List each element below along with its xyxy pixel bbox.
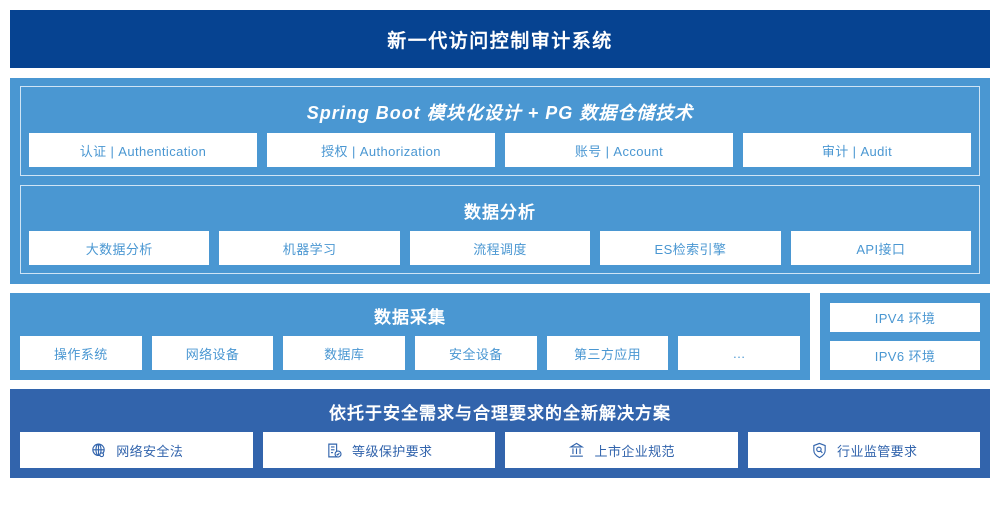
platform-stack-panel: Spring Boot 模块化设计 + PG 数据仓储技术 认证 | Authe…: [10, 78, 990, 284]
header-bar: 新一代访问控制审计系统: [10, 10, 990, 68]
document-check-icon: [325, 441, 343, 459]
chip-process-scheduling[interactable]: 流程调度: [409, 231, 591, 265]
chip-label: IPV4 环境: [874, 311, 936, 326]
analysis-chip-row: 大数据分析 机器学习 流程调度 ES检索引擎 API接口: [29, 231, 972, 265]
chip-label: 数据库: [324, 346, 365, 362]
chip-label: API接口: [856, 241, 906, 257]
chip-label: 流程调度: [473, 241, 527, 257]
bank-icon: [568, 441, 586, 459]
chip-authentication[interactable]: 认证 | Authentication: [29, 133, 257, 167]
globe-icon: [89, 441, 107, 459]
chip-label: 第三方应用: [574, 346, 642, 362]
collection-panel: 数据采集 操作系统 网络设备 数据库 安全设备 第三方应用 …: [10, 293, 810, 380]
chip-network-device[interactable]: 网络设备: [151, 336, 274, 370]
chip-more-ellipsis[interactable]: …: [678, 336, 801, 370]
chip-es-search-engine[interactable]: ES检索引擎: [600, 231, 781, 265]
chip-machine-learning[interactable]: 机器学习: [219, 231, 400, 265]
chip-cybersecurity-law[interactable]: 网络安全法: [20, 432, 253, 468]
compliance-section-title: 依托于安全需求与合理要求的全新解决方案: [329, 404, 671, 423]
chip-label: 行业监管要求: [837, 443, 918, 459]
chip-label: 授权 | Authorization: [321, 143, 441, 159]
chip-label: ES检索引擎: [654, 241, 727, 257]
chip-classified-protection[interactable]: 等级保护要求: [262, 432, 495, 468]
chip-ipv6-environment[interactable]: IPV6 环境: [830, 341, 980, 370]
chip-label: 大数据分析: [85, 241, 153, 257]
environment-panel: IPV4 环境 IPV6 环境: [820, 293, 990, 380]
chip-ipv4-environment[interactable]: IPV4 环境: [830, 303, 980, 332]
compliance-chip-row: 网络安全法 等级保护要求: [20, 432, 980, 468]
chip-listed-enterprise-standard[interactable]: 上市企业规范: [505, 432, 738, 468]
chip-label: 账号 | Account: [574, 143, 664, 159]
chip-label: 网络安全法: [116, 443, 184, 459]
shield-search-icon: [810, 441, 828, 459]
platform-chip-row: 认证 | Authentication 授权 | Authorization 账…: [29, 133, 971, 167]
page-title: 新一代访问控制审计系统: [387, 30, 613, 52]
compliance-panel: 依托于安全需求与合理要求的全新解决方案 网络安全法: [10, 389, 990, 478]
chip-operating-system[interactable]: 操作系统: [20, 336, 142, 370]
chip-label: 等级保护要求: [352, 443, 433, 459]
chip-third-party-app[interactable]: 第三方应用: [546, 336, 669, 370]
chip-api-interface[interactable]: API接口: [790, 231, 972, 265]
analysis-section: 数据分析 大数据分析 机器学习 流程调度 ES检索引擎 API接口: [20, 185, 980, 274]
collection-row: 数据采集 操作系统 网络设备 数据库 安全设备 第三方应用 …: [10, 293, 990, 380]
chip-label: 机器学习: [282, 241, 337, 257]
chip-industry-regulation[interactable]: 行业监管要求: [747, 432, 980, 468]
platform-section-title: Spring Boot 模块化设计 + PG 数据仓储技术: [306, 103, 694, 123]
platform-section: Spring Boot 模块化设计 + PG 数据仓储技术 认证 | Authe…: [20, 86, 980, 176]
chip-account[interactable]: 账号 | Account: [505, 133, 733, 167]
chip-big-data-analysis[interactable]: 大数据分析: [29, 231, 210, 265]
chip-security-device[interactable]: 安全设备: [415, 336, 537, 370]
collection-chip-row: 操作系统 网络设备 数据库 安全设备 第三方应用 …: [20, 336, 801, 370]
chip-authorization[interactable]: 授权 | Authorization: [267, 133, 495, 167]
collection-section-title: 数据采集: [374, 308, 446, 327]
chip-label: IPV6 环境: [874, 349, 936, 364]
chip-label: …: [732, 345, 746, 361]
chip-label: 操作系统: [54, 346, 108, 362]
chip-label: 安全设备: [449, 346, 503, 362]
chip-database[interactable]: 数据库: [283, 336, 406, 370]
chip-audit[interactable]: 审计 | Audit: [743, 133, 971, 167]
chip-label: 认证 | Authentication: [79, 143, 207, 159]
analysis-section-title: 数据分析: [464, 203, 536, 222]
chip-label: 审计 | Audit: [821, 143, 893, 159]
chip-label: 上市企业规范: [594, 443, 675, 459]
chip-label: 网络设备: [185, 346, 240, 362]
